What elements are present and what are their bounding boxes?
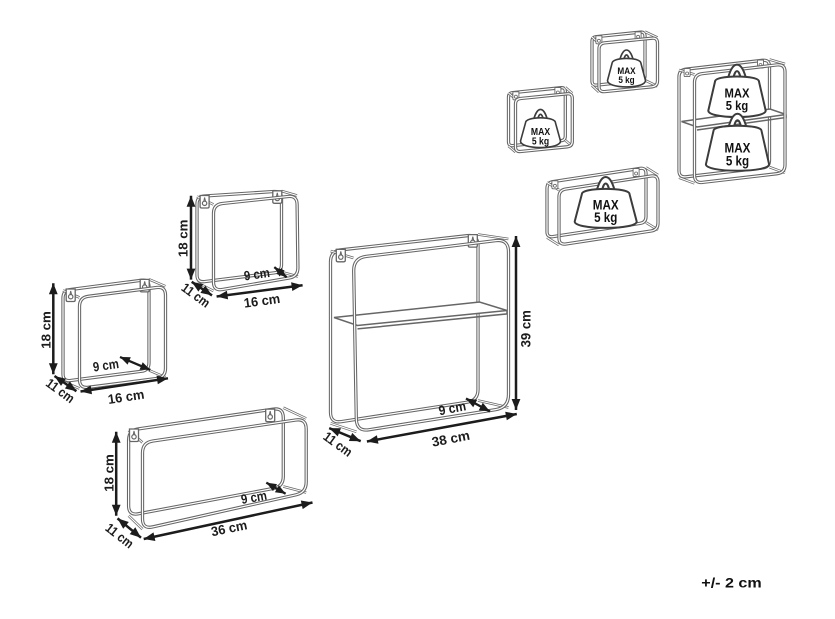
- svg-text:18 cm: 18 cm: [101, 454, 116, 492]
- svg-text:36 cm: 36 cm: [210, 517, 249, 539]
- svg-text:5 kg: 5 kg: [726, 98, 748, 113]
- svg-text:38 cm: 38 cm: [430, 428, 471, 450]
- svg-text:MAX: MAX: [531, 127, 550, 138]
- svg-text:18 cm: 18 cm: [38, 311, 53, 349]
- svg-text:5 kg: 5 kg: [594, 210, 617, 225]
- svg-text:18 cm: 18 cm: [175, 220, 190, 258]
- svg-text:5 kg: 5 kg: [726, 154, 749, 169]
- svg-text:9 cm: 9 cm: [437, 398, 467, 418]
- svg-text:+/- 2 cm: +/- 2 cm: [701, 575, 761, 591]
- svg-text:39 cm: 39 cm: [519, 310, 534, 347]
- svg-text:9 cm: 9 cm: [243, 265, 271, 283]
- svg-text:MAX: MAX: [593, 197, 619, 212]
- svg-text:5 kg: 5 kg: [532, 137, 549, 148]
- svg-text:5 kg: 5 kg: [618, 75, 634, 86]
- svg-text:MAX: MAX: [725, 86, 750, 101]
- svg-text:16 cm: 16 cm: [107, 387, 145, 407]
- svg-text:16 cm: 16 cm: [243, 291, 281, 311]
- svg-text:9 cm: 9 cm: [92, 356, 120, 375]
- svg-text:9 cm: 9 cm: [240, 488, 268, 507]
- svg-text:MAX: MAX: [617, 66, 636, 77]
- svg-text:MAX: MAX: [725, 141, 751, 156]
